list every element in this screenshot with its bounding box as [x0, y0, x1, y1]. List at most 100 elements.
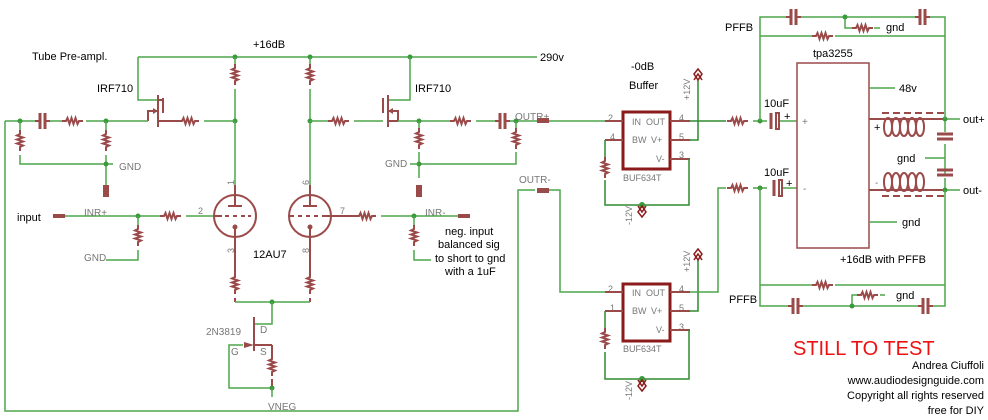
svg-text:2: 2 — [608, 113, 613, 123]
pffb-bottom-gnd-label: gnd — [896, 290, 914, 302]
pffb-bottom-label: PFFB — [729, 294, 757, 306]
svg-text:2: 2 — [608, 284, 613, 294]
inr-minus-label: INR- — [425, 208, 446, 219]
cap-plus-label: 10uF — [764, 98, 789, 110]
outr-plus-label: OUTR+ — [515, 112, 549, 123]
credit-copyright: Copyright all rights reserved — [847, 390, 984, 402]
svg-text:+: + — [874, 122, 880, 134]
plate-resistor-left — [231, 63, 239, 86]
svg-text:BW: BW — [632, 135, 647, 145]
svg-text:S: S — [260, 347, 267, 358]
status-label: STILL TO TEST — [793, 338, 935, 360]
jfet — [253, 317, 272, 351]
pffb-top-gnd-label: gnd — [886, 22, 904, 34]
coupling-cap-left — [33, 111, 52, 131]
amp-part-label: tpa3255 — [813, 48, 853, 60]
inductor-plus — [883, 117, 925, 137]
svg-text:-: - — [875, 178, 878, 189]
gain-top-label: +16dB — [253, 39, 285, 51]
svg-text:8: 8 — [301, 248, 311, 253]
amp-gain-label: +16dB with PFFB — [840, 254, 926, 266]
mosfet-right-label: IRF710 — [415, 83, 451, 95]
svg-text:G: G — [231, 347, 239, 358]
svg-text:BUF634T: BUF634T — [623, 173, 662, 183]
svg-text:IN: IN — [632, 117, 641, 127]
coupling-cap-right — [493, 111, 512, 131]
plate-resistor-right — [306, 63, 314, 86]
tube-left — [213, 185, 257, 250]
svg-text:7: 7 — [340, 206, 345, 216]
svg-text:V-: V- — [656, 154, 665, 164]
svg-text:1: 1 — [226, 180, 236, 185]
pffb-bottom-cap-right — [916, 296, 935, 316]
note-line-3: to short to gnd — [435, 253, 505, 265]
vneg-arrow-top — [637, 204, 647, 219]
svg-text:+: + — [786, 178, 792, 190]
svg-text:5: 5 — [679, 132, 684, 142]
svg-text:OUT: OUT — [646, 117, 666, 127]
vneg-arrow-bottom — [637, 378, 647, 393]
svg-text:IN: IN — [632, 288, 641, 298]
svg-text:+: + — [802, 117, 808, 128]
svg-text:4: 4 — [610, 132, 615, 142]
svg-text:D: D — [260, 325, 267, 336]
mosfet-left-label: IRF710 — [97, 83, 133, 95]
svg-text:V+: V+ — [651, 135, 662, 145]
outr-minus-label: OUTR- — [519, 175, 551, 186]
output-cap-plus — [935, 132, 955, 141]
svg-text:2: 2 — [198, 206, 203, 216]
note-line-2: balanced sig — [438, 239, 500, 251]
amp-gnd-label: gnd — [902, 217, 920, 229]
tube-part-label: 12AU7 — [253, 249, 287, 261]
note-line-1: neg. input — [445, 226, 493, 238]
svg-text:1: 1 — [610, 303, 615, 313]
supply-hv-label: 290v — [540, 52, 564, 64]
amp-supply-label: 48v — [899, 83, 917, 95]
pffb-top-cap-right — [913, 7, 932, 27]
out-plus-label: out+ — [963, 114, 985, 126]
svg-text:+12V: +12V — [682, 79, 692, 100]
out-minus-label: out- — [963, 185, 982, 197]
jfet-part-label: 2N3819 — [206, 327, 241, 338]
svg-text:4: 4 — [679, 284, 684, 294]
vpos-arrow-top — [693, 67, 703, 82]
vpos-arrow-bottom — [693, 247, 703, 262]
gnd-upper-label: GND — [119, 162, 141, 173]
input-label: input — [17, 212, 41, 224]
svg-text:5: 5 — [679, 303, 684, 313]
svg-text:+12V: +12V — [682, 251, 692, 272]
out-gnd-label: gnd — [897, 153, 915, 165]
svg-text:+: + — [784, 111, 790, 123]
svg-text:6: 6 — [301, 180, 311, 185]
svg-text:BUF634T: BUF634T — [623, 344, 662, 354]
cap-minus-label: 10uF — [764, 167, 789, 179]
svg-text:-12V: -12V — [624, 381, 634, 400]
svg-text:3: 3 — [679, 322, 684, 332]
pffb-top-cap-left — [784, 7, 803, 27]
buffer-bottom: IN OUT BW V+ V- BUF634T 2 1 4 5 3 — [608, 282, 684, 354]
title-label: Tube Pre-ampl. — [32, 51, 107, 63]
svg-text:V+: V+ — [651, 306, 662, 316]
tube-right — [288, 185, 332, 250]
note-line-4: with a 1uF — [444, 266, 496, 278]
credit-author: Andrea Ciuffoli — [912, 360, 984, 372]
pffb-top-label: PFFB — [725, 22, 753, 34]
svg-text:3: 3 — [679, 150, 684, 160]
svg-text:OUT: OUT — [646, 288, 666, 298]
inductor-minus — [883, 172, 925, 192]
vneg-label: VNEG — [268, 402, 297, 413]
svg-text:4: 4 — [679, 113, 684, 123]
svg-text:-: - — [803, 184, 806, 195]
svg-text:-12V: -12V — [624, 206, 634, 225]
svg-text:BW: BW — [632, 306, 647, 316]
pffb-bottom-cap-left — [786, 296, 805, 316]
buffer-top: IN OUT BW V+ V- BUF634T 2 4 4 5 3 — [608, 110, 684, 183]
inr-plus-label: INR+ — [84, 208, 107, 219]
credit-license: free for DIY — [928, 405, 985, 417]
gnd-right-label: GND — [385, 159, 407, 170]
gnd-lower-label: GND — [84, 253, 106, 264]
buffer-gain-label: -0dB — [631, 61, 654, 73]
buffer-label: Buffer — [629, 80, 658, 92]
credit-website: www.audiodesignguide.com — [847, 375, 984, 387]
